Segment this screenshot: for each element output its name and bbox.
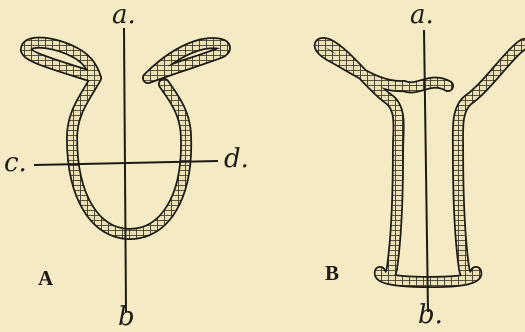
figure-a-label-a: a. [112, 2, 136, 28]
figure-b-body-wall [320, 43, 524, 282]
figure-b-axis-ab [424, 30, 428, 312]
figure-a-axis-ab [124, 28, 126, 312]
figure-b-panel-label: B [325, 263, 339, 284]
figure-a-label-d: d. [224, 146, 249, 172]
figure-a-label-b: b [118, 304, 135, 330]
figure-b-label-b: b. [418, 302, 443, 328]
figure-b-label-a: a. [410, 2, 434, 28]
figure-a-panel-label: A [38, 268, 53, 289]
figure-a-label-c: c. [4, 150, 27, 176]
